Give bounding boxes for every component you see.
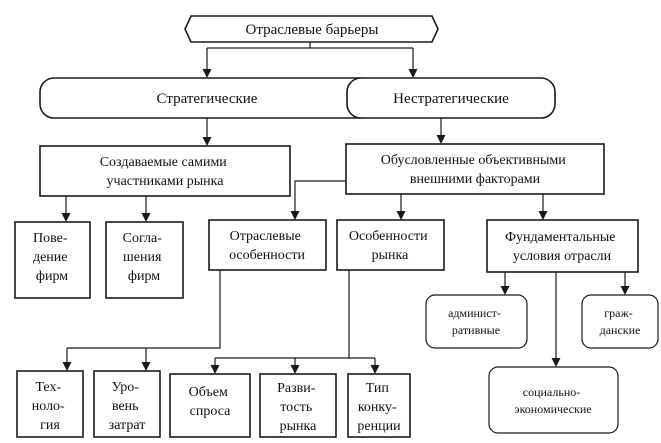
firm-agreements-label-line-2: шения — [123, 250, 162, 265]
market-development-label-line-1: Разви- — [277, 381, 316, 396]
administrative-label: админист- ративные — [448, 306, 504, 337]
market-features-label-line-2: рынка — [372, 248, 409, 263]
market-features-label: Особенности рынка — [349, 229, 431, 263]
administrative-label-line-1: админист- — [448, 306, 501, 320]
cost-level-label-line-1: Уро- — [112, 380, 140, 395]
participants-label: Создаваемые самими участниками рынка — [100, 155, 231, 189]
connector-objective-industry — [294, 180, 346, 212]
cost-level-label: Уро- вень затрат — [109, 380, 146, 433]
firm-agreements-label-line-1: Согла- — [123, 231, 163, 246]
cost-level-label-line-3: затрат — [109, 418, 146, 433]
arrow-to-competition-type — [370, 365, 380, 374]
civil-label-line-2: данские — [600, 323, 641, 337]
technology-label: Тех- ноло- гия — [32, 380, 68, 433]
demand-volume-label-line-2: спроса — [190, 404, 231, 419]
firm-behavior-label-line-2: дение — [33, 250, 68, 265]
civil-box — [581, 294, 659, 349]
objective-label-line-1: Обусловленные объективными — [381, 153, 566, 168]
arrow-to-administrative — [500, 286, 510, 295]
market-development-label: Разви- тость рынка — [277, 381, 319, 434]
administrative-box — [425, 294, 528, 349]
competition-type-box — [347, 373, 411, 438]
fundamental-box — [486, 219, 639, 273]
arrow-to-firm-agreements — [141, 213, 151, 222]
firm-agreements-label: Согла- шения фирм — [123, 231, 166, 284]
arrow-to-firm-behavior — [61, 213, 71, 222]
fundamental-label: Фундаментальные условия отрасли — [505, 230, 619, 264]
objective-box — [345, 143, 605, 195]
competition-type-label: Тип конку- ренции — [357, 381, 401, 434]
technology-label-line-2: ноло- — [32, 399, 65, 414]
industry-features-box — [208, 219, 327, 271]
nonstrategic-label: Нестратегические — [393, 91, 509, 107]
arrow-to-market-features — [396, 211, 406, 220]
boxes — [14, 15, 659, 438]
arrow-to-industry-features — [290, 211, 300, 220]
arrow-to-technology — [62, 362, 72, 371]
competition-type-label-line-2: конку- — [358, 400, 397, 415]
firm-behavior-box — [14, 221, 91, 299]
labels: Отраслевые барьеры Стратегические Нестра… — [32, 22, 641, 434]
market-features-label-line-1: Особенности — [349, 229, 428, 244]
cost-level-label-line-2: вень — [112, 399, 139, 414]
firm-agreements-label-line-3: фирм — [128, 269, 160, 284]
participants-label-line-2: участниками рынка — [107, 174, 225, 189]
demand-volume-label-line-1: Объем — [189, 385, 228, 400]
market-development-label-line-2: тость — [280, 400, 312, 415]
industry-features-label-line-1: Отраслевые — [230, 229, 301, 244]
industry-features-label-line-2: особенности — [229, 248, 305, 263]
fundamental-label-line-1: Фундаментальные — [505, 230, 616, 245]
root-label: Отраслевые барьеры — [246, 22, 379, 38]
arrow-to-strategic — [202, 69, 212, 78]
demand-volume-box — [169, 373, 251, 438]
firm-behavior-label-line-1: Пове- — [33, 231, 68, 246]
socioeconomic-box — [488, 366, 619, 434]
nonstrategic-label-line: Нестратегические — [393, 91, 509, 107]
objective-label-line-2: внешними факторами — [410, 172, 541, 187]
socioeconomic-label-line-2: экономические — [514, 402, 591, 416]
market-development-label-line-3: рынка — [280, 419, 317, 434]
technology-label-line-3: гия — [40, 418, 60, 433]
arrow-to-objective — [436, 135, 446, 144]
arrow-to-nonstrategic — [408, 69, 418, 78]
competition-type-label-line-3: ренции — [357, 419, 401, 434]
administrative-label-line-2: ративные — [452, 323, 500, 337]
root-label-line: Отраслевые барьеры — [246, 22, 379, 38]
connector-industry-bottom — [67, 270, 221, 349]
demand-volume-label: Объем спроса — [189, 385, 232, 419]
fundamental-label-line-2: условия отрасли — [513, 249, 612, 264]
participants-label-line-1: Создаваемые самими — [100, 155, 228, 170]
firm-agreements-box — [105, 221, 184, 299]
industry-features-label: Отраслевые особенности — [229, 229, 305, 263]
arrow-to-demand-volume — [210, 365, 220, 374]
arrow-to-cost-level — [141, 362, 151, 371]
arrow-to-fundamental — [538, 211, 548, 220]
strategic-label-line: Стратегические — [157, 91, 258, 107]
cost-level-box — [93, 370, 161, 438]
firm-behavior-label-line-3: фирм — [36, 269, 68, 284]
technology-label-line-1: Тех- — [35, 380, 61, 395]
arrow-to-civil — [620, 286, 630, 295]
firm-behavior-label: Пове- дение фирм — [33, 231, 71, 284]
strategic-label: Стратегические — [157, 91, 258, 107]
connector-market-bottom — [215, 270, 375, 359]
market-features-box — [336, 219, 445, 271]
technology-box — [16, 370, 84, 438]
socioeconomic-label-line-1: социально- — [523, 385, 580, 399]
arrow-to-market-development — [290, 365, 300, 374]
market-development-box — [259, 373, 337, 438]
root-box — [184, 15, 439, 43]
socioeconomic-label: социально- экономические — [514, 385, 591, 416]
arrow-to-participants — [202, 137, 212, 146]
connectors — [61, 42, 630, 374]
civil-label: граж- данские — [600, 306, 641, 337]
objective-label: Обусловленные объективными внешними факт… — [381, 153, 569, 187]
competition-type-label-line-1: Тип — [366, 381, 390, 396]
nonstrategic-box — [346, 77, 556, 119]
arrow-to-socioeconomic — [551, 358, 561, 367]
participants-box — [39, 145, 291, 197]
civil-label-line-1: граж- — [604, 306, 633, 320]
